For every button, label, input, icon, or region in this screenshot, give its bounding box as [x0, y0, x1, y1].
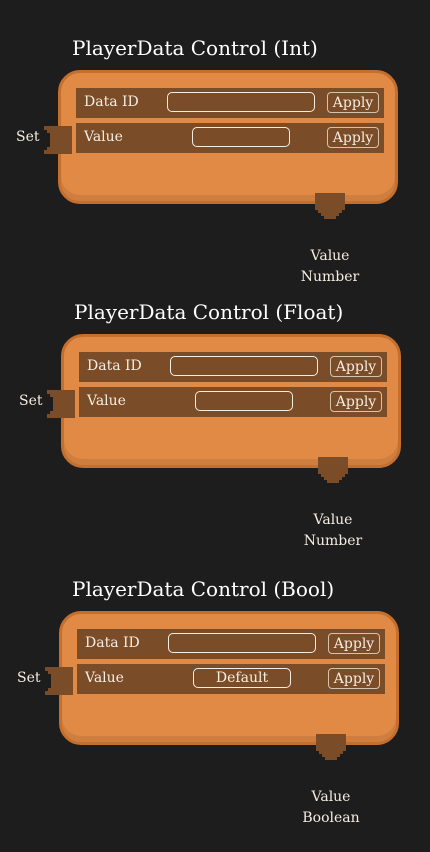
row-label: Data ID [87, 358, 142, 374]
input-port-set[interactable] [44, 126, 72, 154]
output-port-value[interactable] [315, 193, 345, 219]
output-port-value[interactable] [318, 457, 348, 483]
output-port-label: Value Number [290, 246, 370, 288]
node-playerdata-bool[interactable]: PlayerData Control (Bool) Data ID Apply … [0, 577, 430, 847]
node-title: PlayerData Control (Bool) [72, 577, 335, 601]
output-port-name: Value [311, 789, 351, 805]
data-id-input[interactable] [170, 356, 318, 376]
node-body[interactable]: Data ID Apply Value Apply [58, 70, 398, 204]
value-input[interactable] [192, 127, 290, 147]
row-data-id: Data ID Apply [76, 88, 384, 118]
apply-data-id-button[interactable]: Apply [327, 92, 379, 113]
output-port-label: Value Number [293, 510, 373, 552]
row-data-id: Data ID Apply [79, 352, 387, 382]
node-playerdata-float[interactable]: PlayerData Control (Float) Data ID Apply… [0, 300, 430, 570]
input-port-set[interactable] [45, 667, 73, 695]
input-port-label: Set [19, 393, 43, 409]
value-dropdown[interactable]: Default [193, 668, 291, 688]
row-label: Data ID [85, 635, 140, 651]
row-label: Value [87, 393, 126, 409]
apply-value-button[interactable]: Apply [330, 391, 382, 412]
output-port-name: Value [313, 512, 353, 528]
input-port-label: Set [17, 670, 41, 686]
node-playerdata-int[interactable]: PlayerData Control (Int) Data ID Apply V… [0, 36, 430, 306]
output-port-label: Value Boolean [291, 787, 371, 829]
apply-data-id-button[interactable]: Apply [330, 356, 382, 377]
row-data-id: Data ID Apply [77, 629, 385, 659]
node-body[interactable]: Data ID Apply Value Apply [61, 334, 401, 468]
input-port-label: Set [16, 129, 40, 145]
row-label: Value [85, 670, 124, 686]
input-port-set[interactable] [47, 390, 75, 418]
data-id-input[interactable] [167, 92, 315, 112]
row-label: Data ID [84, 94, 139, 110]
apply-value-button[interactable]: Apply [328, 668, 380, 689]
node-title: PlayerData Control (Int) [72, 36, 318, 60]
output-port-type: Boolean [302, 810, 360, 826]
row-value: Value Default Apply [77, 664, 385, 694]
node-body[interactable]: Data ID Apply Value Default Apply [59, 611, 399, 745]
apply-value-button[interactable]: Apply [327, 127, 379, 148]
row-value: Value Apply [76, 123, 384, 153]
value-input[interactable] [195, 391, 293, 411]
output-port-type: Number [303, 533, 363, 549]
row-value: Value Apply [79, 387, 387, 417]
output-port-value[interactable] [316, 734, 346, 760]
output-port-type: Number [300, 269, 360, 285]
row-label: Value [84, 129, 123, 145]
data-id-input[interactable] [168, 633, 316, 653]
apply-data-id-button[interactable]: Apply [328, 633, 380, 654]
node-title: PlayerData Control (Float) [74, 300, 344, 324]
output-port-name: Value [310, 248, 350, 264]
